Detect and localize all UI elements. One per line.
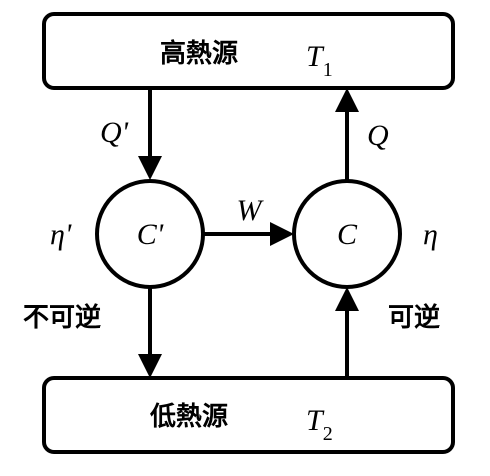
reversible-efficiency-label: η — [423, 218, 438, 251]
reversible-intake-arrowhead — [335, 287, 359, 311]
irreversible-reject-arrowhead — [138, 354, 162, 378]
work-arrowhead — [270, 222, 294, 246]
hot-reservoir-label: 高熱源 — [160, 38, 238, 69]
q-arrowhead — [335, 88, 359, 112]
q-label: Q — [367, 119, 389, 152]
work-label: W — [237, 194, 265, 227]
cold-reservoir-box — [42, 376, 455, 454]
reversible-type-label: 可逆 — [388, 302, 440, 333]
q-prime-arrowhead — [138, 156, 162, 180]
q-prime-label: Q' — [100, 116, 129, 149]
cold-reservoir-temperature: T2 — [306, 404, 333, 445]
irreversible-efficiency-label: η' — [50, 218, 72, 251]
irreversible-type-label: 不可逆 — [23, 302, 101, 333]
irreversible-engine-label: C' — [137, 218, 164, 251]
cold-reservoir-label: 低熱源 — [149, 402, 228, 432]
reversible-engine-label: C — [337, 218, 358, 251]
hot-reservoir-box — [42, 12, 455, 90]
hot-reservoir-temperature: T1 — [306, 40, 333, 81]
